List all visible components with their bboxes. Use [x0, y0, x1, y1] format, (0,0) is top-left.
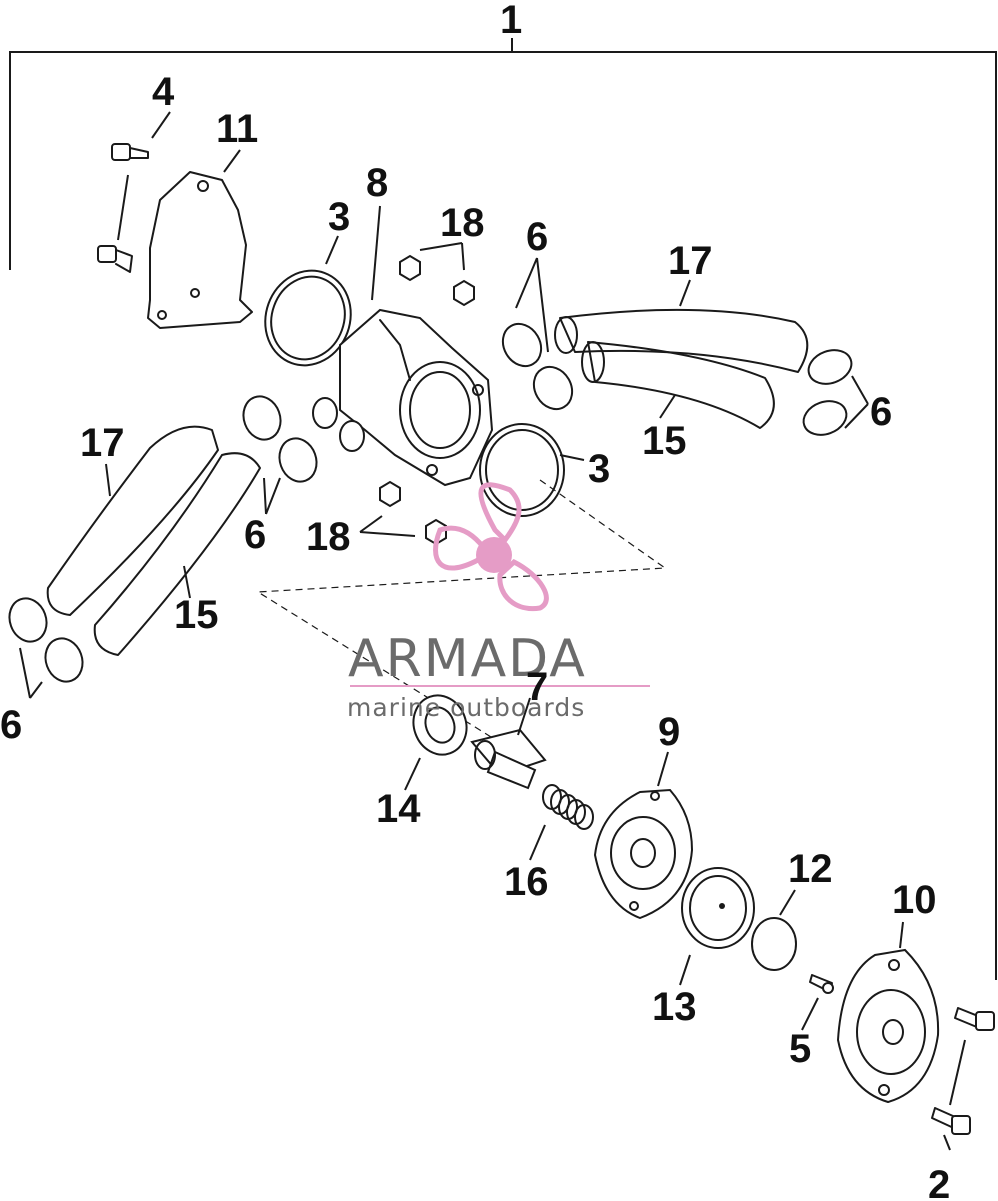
disc-part — [751, 917, 797, 971]
thermostat-part — [470, 728, 547, 790]
callout-18-lower: 18 — [306, 515, 351, 559]
callout-4: 4 — [152, 70, 175, 114]
callout-12: 12 — [788, 847, 833, 891]
cover-part — [836, 948, 940, 1104]
armada-watermark: ARMADA marine outboards — [347, 482, 650, 722]
hose-part — [46, 308, 809, 656]
callout-13: 13 — [652, 985, 697, 1029]
callout-6-left: 6 — [0, 703, 22, 747]
alignment-lines — [256, 479, 667, 756]
callout-15-right: 15 — [642, 419, 687, 463]
thermostat-housing-part — [312, 308, 494, 487]
bolt-part — [97, 143, 149, 273]
callout-8: 8 — [366, 161, 388, 205]
callout-15-left: 15 — [174, 593, 219, 637]
callout-7: 7 — [526, 665, 548, 709]
callout-2: 2 — [928, 1163, 950, 1201]
bolt-part-lower — [931, 1007, 995, 1135]
callout-16: 16 — [504, 860, 549, 904]
callout-11: 11 — [216, 107, 258, 151]
nut-part — [379, 254, 475, 546]
watermark-tagline: marine outboards — [347, 693, 585, 722]
seal-part — [412, 694, 468, 756]
callout-18-upper: 18 — [440, 201, 485, 245]
callout-14: 14 — [376, 787, 421, 831]
callout-labels: 1 4 11 8 3 18 6 17 6 15 3 17 6 18 15 6 7… — [0, 0, 950, 1201]
o-ring-part — [264, 269, 565, 517]
watermark-brand: ARMADA — [348, 629, 587, 689]
callout-6-center: 6 — [526, 215, 548, 259]
callout-3-lower: 3 — [588, 447, 610, 491]
callout-6-mid: 6 — [244, 513, 266, 557]
callout-5: 5 — [789, 1027, 811, 1071]
callout-1: 1 — [500, 0, 522, 42]
screw-part — [809, 974, 834, 994]
hose-clamp-part — [8, 322, 853, 683]
spring-part — [542, 784, 594, 830]
callout-9: 9 — [658, 710, 680, 754]
diaphragm-part — [681, 867, 755, 949]
propeller-logo-icon — [433, 482, 549, 612]
callout-10: 10 — [892, 878, 937, 922]
cover-plate-part — [593, 788, 694, 920]
callout-3-upper: 3 — [328, 195, 350, 239]
callout-17-right: 17 — [668, 239, 713, 283]
callout-17-left: 17 — [80, 421, 125, 465]
leader-lines — [19, 111, 966, 1151]
callout-6-right: 6 — [870, 390, 892, 434]
bracket-plate-part — [147, 171, 253, 329]
assembly-bracket — [9, 38, 997, 980]
